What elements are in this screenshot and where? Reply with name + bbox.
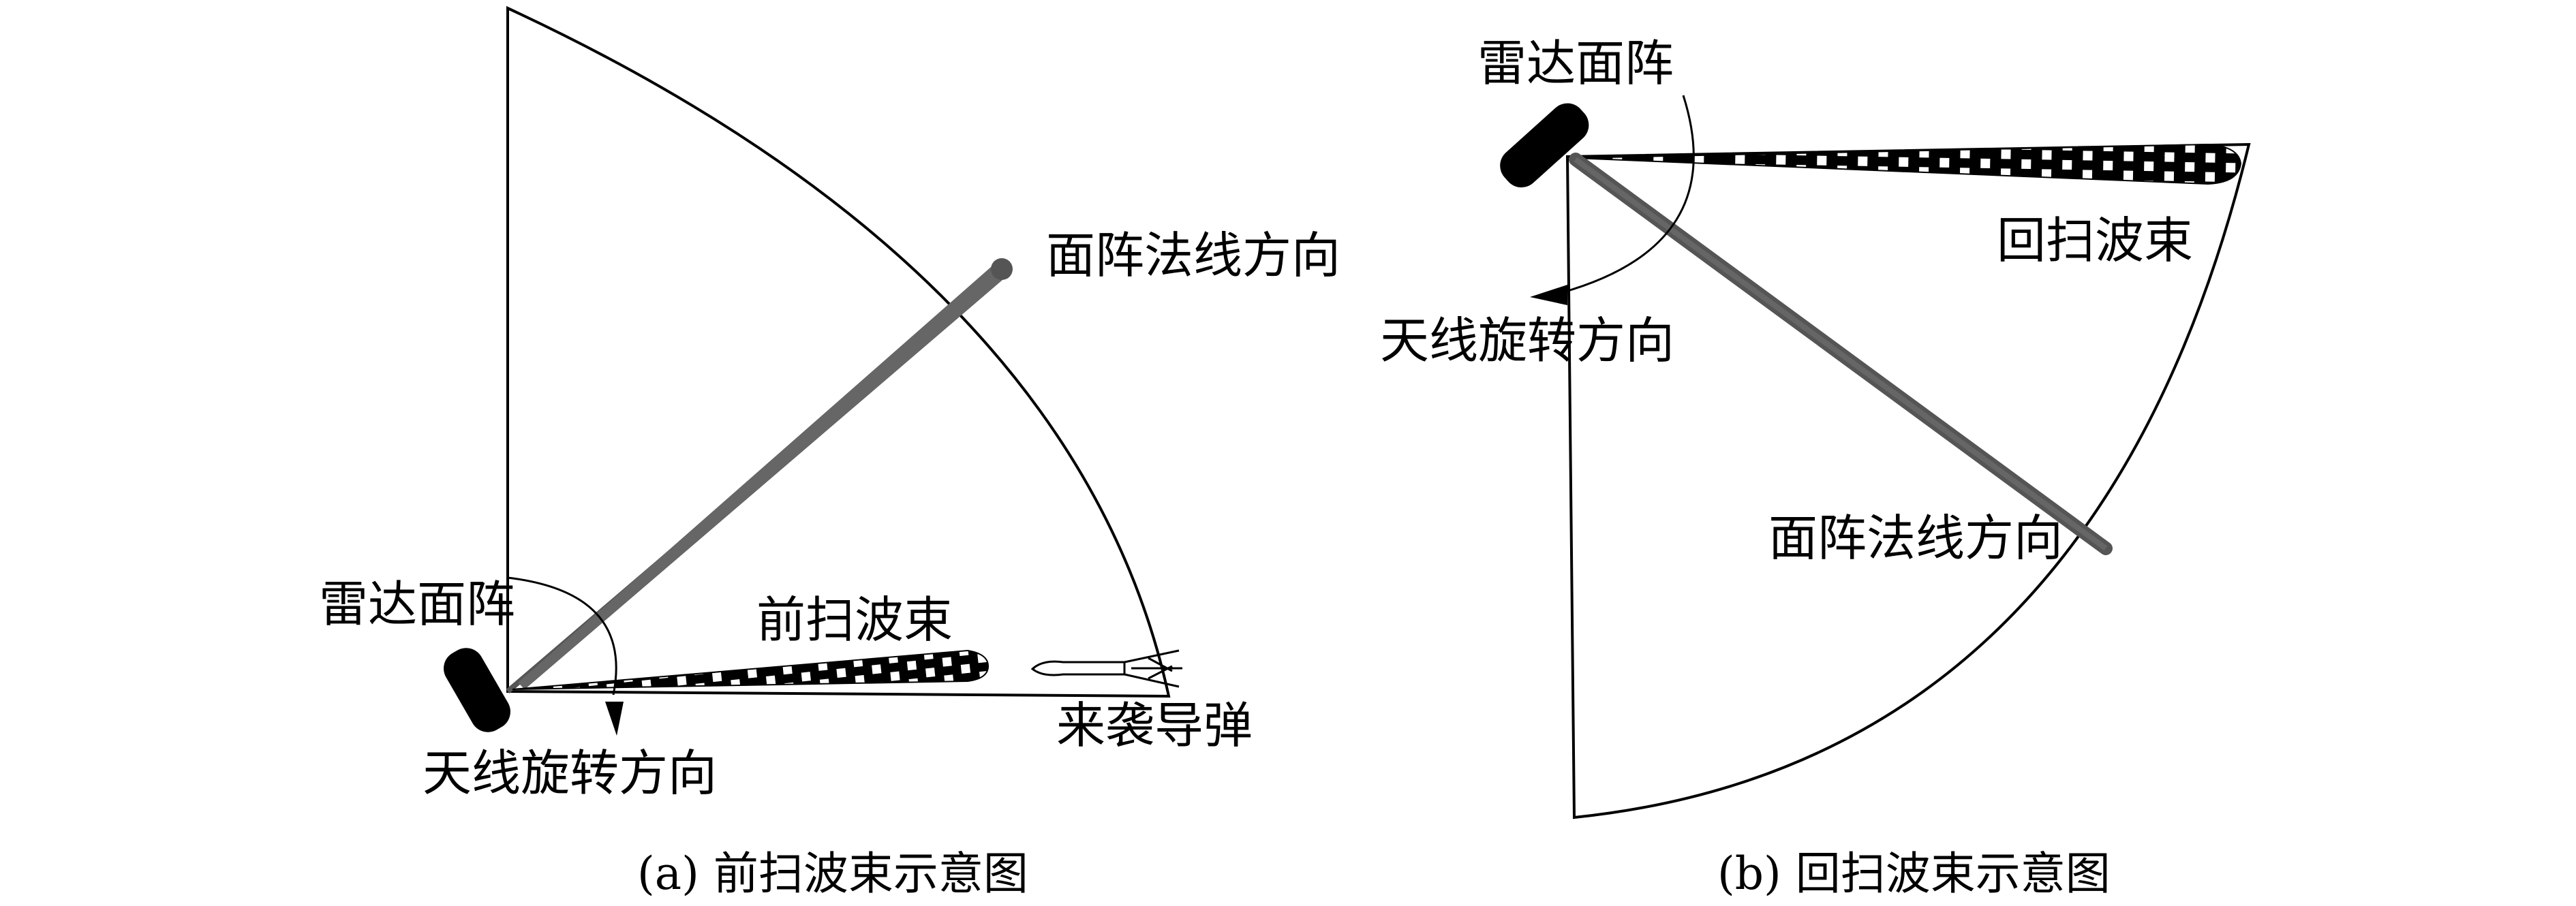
rotation-label-a: 天线旋转方向 bbox=[423, 745, 717, 802]
missile-icon bbox=[1030, 649, 1182, 688]
array-normal-beam-b-core bbox=[1574, 157, 2108, 551]
array-normal-beam-a-tip bbox=[991, 258, 1013, 280]
missile-label: 来袭导弹 bbox=[1056, 697, 1253, 754]
rotation-arrowhead-a bbox=[605, 702, 624, 736]
forward-beam-label: 前扫波束 bbox=[756, 591, 953, 649]
radar-label-a: 雷达面阵 bbox=[319, 576, 515, 633]
rotation-arrow-a bbox=[507, 576, 617, 696]
back-scan-beam bbox=[1574, 143, 2242, 185]
normal-direction-label-b: 面阵法线方向 bbox=[1768, 510, 2063, 567]
caption-a: (a) 前扫波束示意图 bbox=[637, 847, 1028, 900]
rotation-arrow-b bbox=[1560, 95, 1695, 294]
caption-b: (b) 回扫波束示意图 bbox=[1717, 847, 2111, 900]
forward-scan-beam bbox=[512, 649, 990, 690]
scan-sector-a bbox=[506, 5, 1171, 698]
panel-b: 雷达面阵 天线旋转方向 回扫波束 面阵法线方向 (b) 回扫波束示意图 bbox=[1380, 35, 2251, 900]
array-normal-beam-a-body bbox=[518, 262, 1007, 689]
rotation-label-b: 天线旋转方向 bbox=[1380, 312, 1674, 369]
panel-a: 雷达面阵 面阵法线方向 前扫波束 天线旋转方向 来袭导弹 (a) 前扫波束示意图 bbox=[319, 5, 1340, 900]
radar-array-a bbox=[444, 648, 510, 732]
scan-sector-b bbox=[1565, 142, 2251, 819]
radar-array-b bbox=[1500, 103, 1589, 188]
normal-direction-label-a: 面阵法线方向 bbox=[1046, 227, 1340, 284]
rotation-arrowhead-b bbox=[1530, 285, 1567, 305]
radar-label-b: 雷达面阵 bbox=[1477, 35, 1674, 92]
back-beam-label: 回扫波束 bbox=[1997, 212, 2193, 269]
